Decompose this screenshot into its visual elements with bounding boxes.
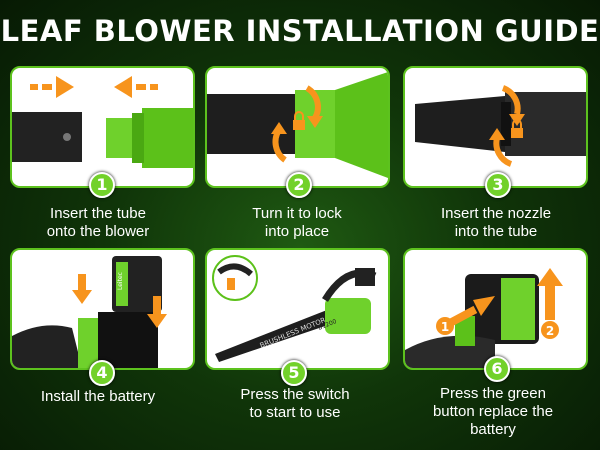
callout-number-1: 1 (441, 320, 449, 334)
step-6-badge: 6 (484, 356, 510, 382)
rotate-arrow-icon (489, 85, 525, 167)
step-3-caption: Insert the nozzle into the tube (440, 205, 552, 240)
arrow-up-icon (537, 268, 563, 320)
step-1-image (10, 66, 195, 188)
callout-number-2: 2 (546, 324, 554, 338)
step-3-image (403, 66, 588, 188)
arrow-right-icon (30, 76, 74, 98)
step-1-caption: Insert the tube onto the blower (46, 205, 150, 240)
rotate-arrow-icon (271, 85, 323, 163)
arrow-right-icon (447, 296, 495, 328)
step-4-image: Leitec (10, 248, 195, 370)
step-3-badge: 3 (485, 172, 511, 198)
step-4-caption: Install the battery (40, 388, 156, 405)
arrow-down-icon (72, 274, 167, 328)
page-title: LEAF BLOWER INSTALLATION GUIDE (0, 14, 600, 48)
step-2-caption: Turn it to lock into place (252, 205, 342, 240)
step-4-badge: 4 (89, 360, 115, 386)
step-6-image: 1 2 (403, 248, 588, 370)
lock-icon (511, 119, 523, 138)
step-2-badge: 2 (286, 172, 312, 198)
arrow-left-icon (114, 76, 158, 98)
brand-label: Leitec (117, 272, 124, 290)
step-5-caption: Press the switch to start to use (240, 386, 350, 421)
lock-icon (293, 111, 305, 130)
step-5-image: BRUSHLESS MOTOR B1200 (205, 248, 390, 370)
step-5-badge: 5 (281, 360, 307, 386)
step-1-badge: 1 (89, 172, 115, 198)
step-6-caption: Press the green button replace the batte… (432, 385, 554, 438)
step-2-image (205, 66, 390, 188)
